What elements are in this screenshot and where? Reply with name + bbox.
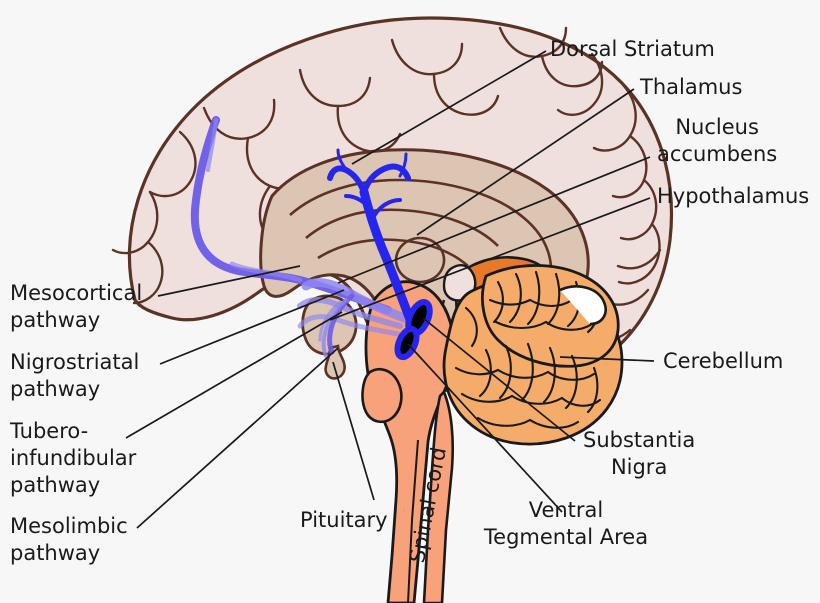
label-thalamus: Thalamus <box>640 75 743 99</box>
label-mesocortical-pathway: Mesocortical pathway <box>10 281 143 332</box>
leader-dorsal-striatum <box>351 50 547 165</box>
brainstem-and-spinal-cord <box>361 280 455 603</box>
leader-cerebellum <box>559 356 655 362</box>
leader-ventral-tegmental-area <box>407 343 563 513</box>
label-cerebellum: Cerebellum <box>663 349 784 373</box>
label-pituitary: Pituitary <box>300 508 388 532</box>
leader-lines <box>125 50 655 529</box>
nigrostriatal-pathway-tract <box>327 148 419 335</box>
leader-mesolimbic <box>136 347 339 529</box>
label-nucleus-accumbens: Nucleus accumbens <box>657 115 778 166</box>
ventral-tegmental-area-nucleus <box>394 325 420 361</box>
leader-tuberoinfundibular <box>125 311 343 439</box>
leader-pituitary <box>332 361 375 501</box>
label-nigrostriatal-pathway: Nigrostriatal pathway <box>10 350 140 401</box>
label-ventral-tegmental-area: Ventral Tegmental Area <box>483 498 649 549</box>
label-dorsal-striatum: Dorsal Striatum <box>550 37 715 61</box>
posterior-cord-strip <box>422 389 455 603</box>
tuberoinfundibular-pathway-tract <box>318 293 355 358</box>
label-substantia-nigra: Substantia Nigra <box>583 428 696 479</box>
label-hypothalamus: Hypothalamus <box>657 184 810 208</box>
leader-mesocortical <box>157 265 301 297</box>
cerebellum <box>442 264 624 446</box>
dopaminergic-nuclei <box>394 299 433 361</box>
cerebellar-peduncle-highlight <box>559 285 607 326</box>
leader-thalamus <box>416 88 635 236</box>
cord-midline <box>407 439 419 603</box>
mesocortical-pathway-tract <box>190 116 392 314</box>
leader-nigrostriatal <box>159 289 345 365</box>
leader-hypothalamus <box>329 197 651 321</box>
leader-nucleus-accumbens <box>337 156 651 284</box>
label-mesolimbic-pathway: Mesolimbic pathway <box>10 514 128 565</box>
leader-substantia-nigra <box>422 317 576 442</box>
label-tuberoinfundibular-pathway: Tubero- infundibular pathway <box>10 419 137 497</box>
pons-bulge <box>361 368 403 424</box>
